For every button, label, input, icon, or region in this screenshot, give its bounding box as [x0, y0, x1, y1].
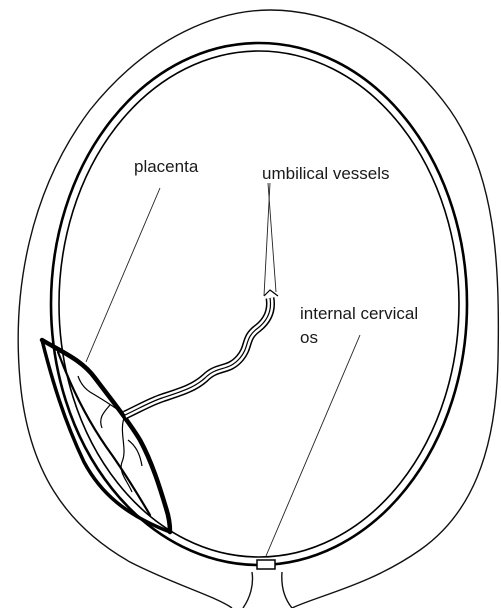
umbilical-cord-outline [125, 298, 271, 415]
internal-cervical-os-marker [257, 560, 275, 569]
cervical-canal-right [282, 572, 292, 608]
label-placenta: placenta [134, 157, 199, 176]
placental-vessel-branch-3 [101, 405, 110, 428]
label-internal-cervical-os-line2: os [300, 328, 318, 347]
label-umbilical-vessels: umbilical vessels [262, 164, 390, 183]
cervical-canal [243, 572, 253, 608]
umbilical-vessels-pointer-line-2 [264, 183, 270, 296]
placental-vessel-branch-1 [78, 376, 125, 415]
umbilical-cord-fill [125, 298, 271, 415]
label-internal-cervical-os-line1: internal cervical [300, 304, 418, 323]
placenta-pointer-line [86, 188, 160, 362]
cervical-os-pointer-line [266, 335, 360, 556]
uterine-outer-wall [18, 10, 498, 608]
umbilical-artery-line [125, 298, 271, 415]
